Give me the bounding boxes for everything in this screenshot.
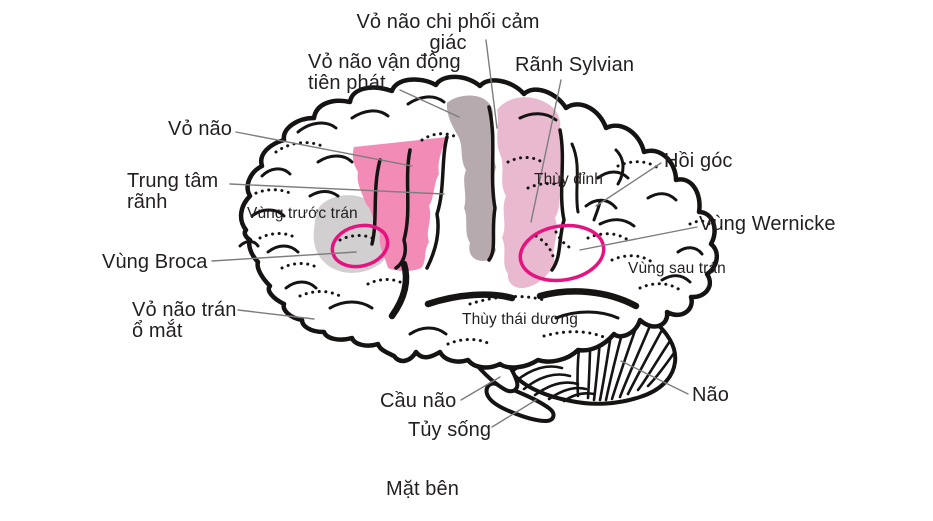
label-postfrontal-area: Vùng sau trán	[628, 260, 726, 277]
gyri-solid-lines	[238, 95, 704, 336]
leader-wernicke-area	[579, 226, 698, 251]
label-broca-area: Vùng Broca	[102, 251, 208, 273]
label-cortex: Vỏ não	[168, 118, 232, 140]
label-orbitofrontal-cortex: Vỏ não trán ổ mắt	[132, 299, 237, 343]
leader-pons	[460, 376, 501, 401]
label-primary-motor-cortex: Vỏ não vận động tiên phát	[308, 51, 461, 95]
label-pons: Cầu não	[380, 390, 457, 412]
band-boundary-lines	[370, 105, 566, 272]
leader-primary-motor-cortex	[399, 89, 460, 118]
label-spinal-cord: Tủy sống	[408, 419, 492, 441]
leader-sylvian-fissure	[530, 79, 562, 223]
leader-sensory-cortex	[485, 39, 498, 129]
leader-lines	[211, 39, 698, 428]
leader-orbitofrontal-cortex	[237, 309, 315, 320]
leader-broca-area	[211, 251, 357, 262]
wernicke-area-ellipse	[518, 223, 606, 283]
label-sensory-cortex: Vỏ não chi phối cảm giác	[356, 11, 540, 55]
leader-central-sulcus	[229, 183, 445, 195]
figure-caption: Mặt bên	[386, 478, 459, 500]
sensory-cortex-fill	[497, 97, 563, 289]
label-wernicke-area: Vùng Wernicke	[699, 213, 836, 235]
label-central-sulcus: Trung tâm rãnh	[127, 170, 219, 214]
label-parietal-lobe: Thùy đỉnh	[534, 171, 603, 188]
leader-spinal-cord	[491, 399, 537, 428]
medulla-spinal-cord-shape	[484, 381, 556, 423]
label-sylvian-fissure: Rãnh Sylvian	[515, 54, 635, 76]
label-prefrontal-area: Vùng trước trán	[247, 205, 358, 222]
leader-angular-gyrus	[595, 162, 662, 207]
motor-cortex-fill	[446, 95, 496, 261]
label-angular-gyrus: Hồi góc	[664, 150, 733, 172]
label-temporal-lobe: Thùy thái dương	[462, 311, 578, 328]
leader-brain-cerebellum	[620, 360, 689, 395]
leader-cortex	[235, 131, 413, 167]
label-brain-cerebellum: Não	[692, 384, 729, 406]
sulci-thick-lines	[388, 260, 640, 320]
sulci-dotted-lines	[248, 132, 714, 346]
